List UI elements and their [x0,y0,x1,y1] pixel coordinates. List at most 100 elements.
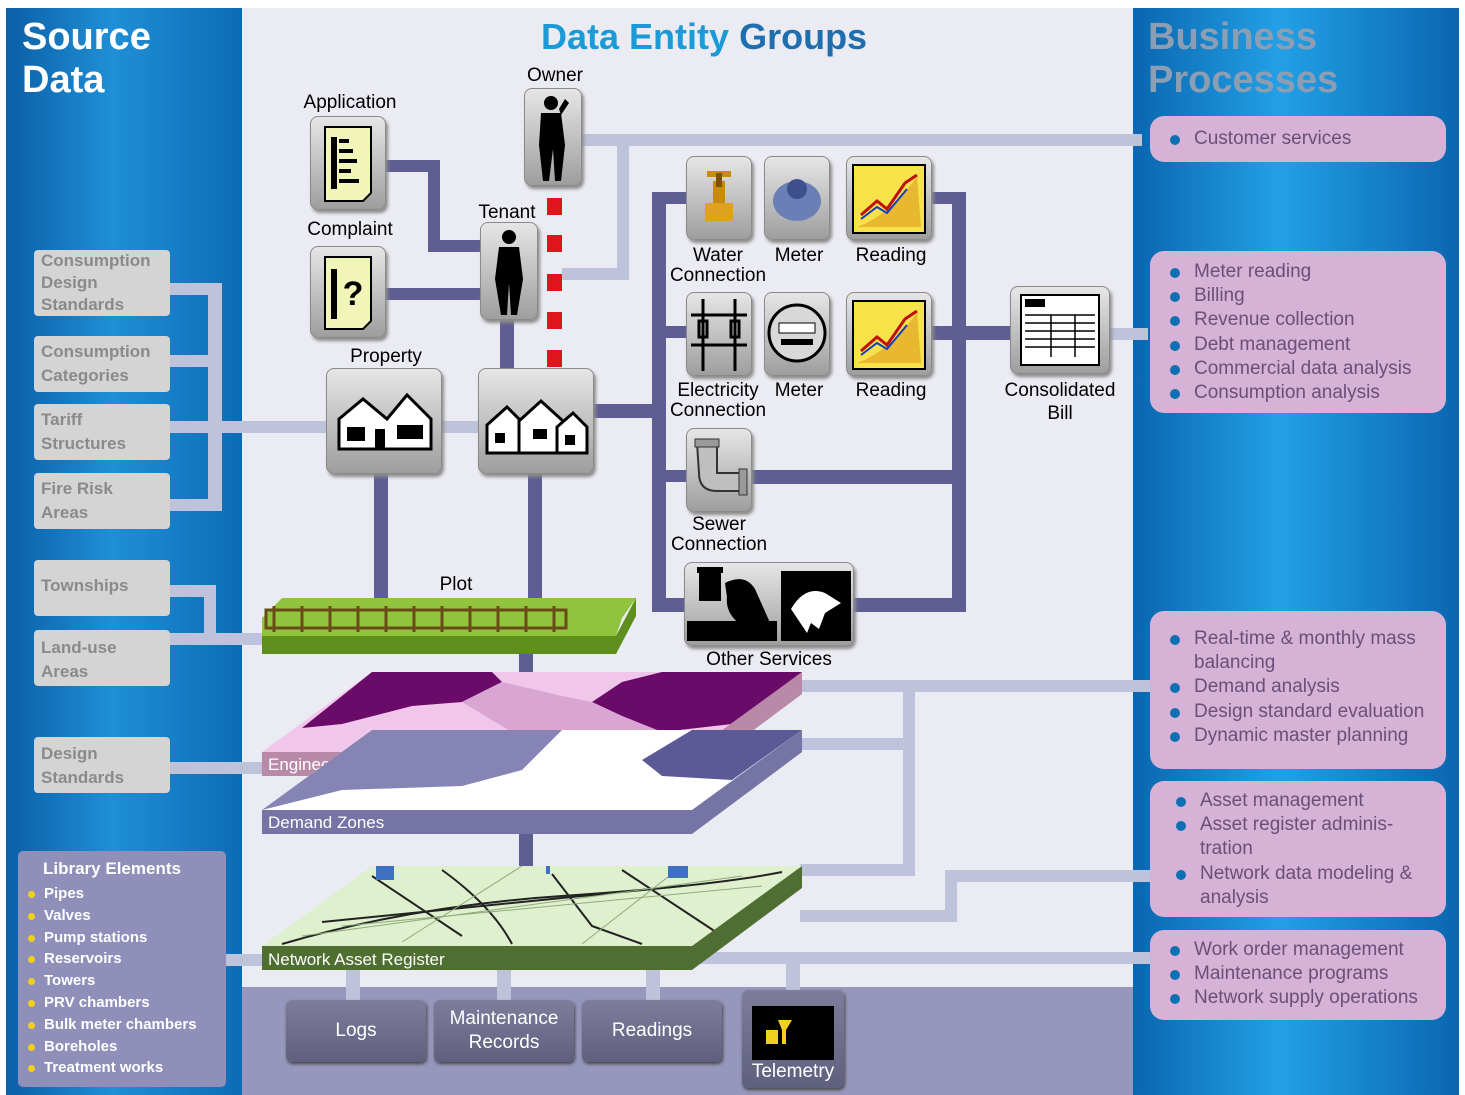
water-connection-label: Water Connection [664,246,772,286]
box-line: Structures [41,434,127,453]
label-line: Bill [1047,403,1073,424]
houses-icon [485,398,589,455]
electricity-connection-label: Electricity Connection [664,381,772,421]
businessman-icon [539,96,569,181]
library-item: Pipes [18,883,226,905]
entity-connector [590,404,666,418]
business-title-line2: Processes [1148,59,1339,101]
network-map-icon [262,846,802,970]
label-line: Water [693,245,743,266]
owner-label: Owner [527,65,583,86]
house-icon [337,392,433,451]
process-item: Work order management [1164,938,1436,962]
property-icon [326,368,442,474]
process-item: Billing [1164,284,1436,308]
title-word-data: Data [541,16,620,57]
entity-connector [528,472,542,605]
box-line: Areas [41,503,89,522]
telemetry-button[interactable]: Telemetry [742,990,844,1088]
connector-line [497,960,511,1000]
water-reading-label: Reading [855,245,927,266]
process-item: Customer services [1164,127,1436,151]
maintenance-records-button[interactable]: Maintenance Records [434,1000,574,1062]
box-line: Tariff [41,410,83,429]
source-title-line2: Data [22,59,105,101]
connector-line [170,499,222,511]
connector-line [945,870,957,922]
title-word-groups: Groups [739,16,868,57]
entity-connector [750,470,966,484]
consolidated-bill-icon [1010,286,1110,374]
library-item: Valves [18,905,226,927]
source-box-consumption-design-standards: Consumption Design Standards [34,250,170,316]
library-item: Towers [18,970,226,992]
telemetry-label: Telemetry [751,1061,835,1082]
library-item: Pump stations [18,927,226,949]
connector-line [800,680,1150,692]
data-entity-groups-title: Data Entity Groups [541,16,867,58]
process-item: Design standard evaluation [1164,700,1436,724]
question-document-icon: ? [324,256,372,330]
water-connection-icon [686,156,752,240]
source-box-fire-risk-areas: Fire Risk Areas [34,473,170,529]
pylon-icon [691,299,747,371]
telemetry-screen-icon [752,1006,834,1060]
entity-connector [428,160,440,252]
network-asset-register-layer [262,846,804,970]
label-line: Sewer [692,514,746,535]
library-item: Bulk meter chambers [18,1014,226,1036]
entity-connector [374,470,388,605]
pipe-icon [694,438,748,496]
connector-line [346,960,360,1000]
box-line: Townships [41,576,129,595]
process-item: Maintenance programs [1164,962,1436,986]
electricity-meter-label: Meter [774,380,824,401]
process-item: Demand analysis [1164,675,1436,699]
water-reading-icon [846,156,932,240]
connector-line [562,268,629,280]
process-item: Asset management [1170,789,1436,813]
connector-line [617,134,629,280]
owner-icon [524,88,582,186]
connector-line [170,421,330,433]
source-box-design-standards: Design Standards [34,737,170,793]
electricity-connection-icon [686,292,752,376]
connector-line [170,355,222,367]
label-line: Connection [669,265,767,286]
box-line: Standards [41,768,125,787]
ownership-dash [547,312,562,329]
logs-label: Logs [335,1020,377,1041]
entity-connector [652,192,688,204]
electricity-reading-label: Reading [855,380,927,401]
connector-line [800,864,915,876]
box-line: Standards [41,295,125,314]
fenced-field-icon [262,598,636,654]
demand-zones-layer [262,730,804,834]
entity-connector [519,828,533,874]
valve-icon [705,171,733,221]
maintenance-label: Maintenance [449,1008,559,1029]
process-item: Consumption analysis [1164,381,1436,405]
readings-label: Readings [611,1020,693,1041]
connector-line [945,870,1150,882]
process-group-planning: Real-time & monthly mass balancing Deman… [1150,611,1446,769]
process-item: Revenue collection [1164,308,1436,332]
readings-button[interactable]: Readings [582,1000,722,1062]
logs-button[interactable]: Logs [286,1000,426,1062]
connector-line [170,762,270,774]
tenant-icon [480,222,538,320]
library-item: Treatment works [18,1057,226,1079]
source-box-tariff-structures: Tariff Structures [34,404,170,460]
entity-connector [930,326,1020,340]
entity-connector [952,192,966,612]
process-group-customer: Customer services [1150,116,1446,162]
process-group-operations: Work order management Maintenance progra… [1150,930,1446,1020]
business-title-line1: Business [1148,16,1317,58]
connector-line [646,960,660,1000]
plot-field [262,598,636,654]
entity-connector [652,598,688,612]
complaint-icon: ? [310,246,386,338]
property-label: Property [350,346,422,367]
application-label: Application [303,92,397,113]
other-services-label: Other Services [706,649,832,670]
